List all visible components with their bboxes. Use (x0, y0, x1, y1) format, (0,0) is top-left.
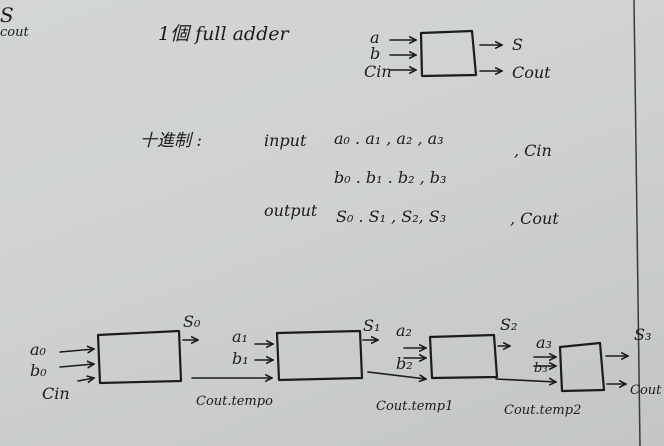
stage1-input-b: b₁ (232, 349, 249, 368)
spec-output-cout: , Cout (510, 209, 559, 228)
stage0-arrow-cin (77, 378, 94, 381)
stage2-input-a: a₂ (396, 321, 412, 340)
spec-input-label: input (264, 131, 307, 150)
stage1-input-a: a₁ (232, 327, 248, 346)
paper-edge (633, 0, 641, 446)
spec-input-b: b₀ . b₁ . b₂ , b₃ (334, 168, 446, 187)
stage2-carry: Cout.temp2 (504, 403, 581, 418)
stage0-sum: S₀ (183, 312, 201, 331)
single-input-cin: Cin (364, 62, 392, 81)
spec-output-s: S₀ . S₁ , S₂, S₃ (336, 207, 446, 226)
stage0-carry: Cout.tempo (196, 394, 273, 409)
corner-note-s: S (0, 3, 14, 27)
adder-box-0 (96, 329, 183, 385)
stage3-sum: S₃ (634, 325, 651, 344)
spec-input-a: a₀ . a₁ , a₂ , a₃ (334, 129, 444, 148)
stage3-carry: Cout (630, 383, 662, 398)
stage1-carry: Cout.temp1 (376, 399, 453, 414)
spec-input-cin: , Cin (514, 141, 552, 160)
corner-note-cout: cout (0, 25, 29, 40)
stage2-sum: S₂ (500, 315, 517, 334)
adder-box-2 (428, 333, 499, 380)
single-output-cout: Cout (512, 63, 551, 82)
single-output-s: S (512, 35, 523, 54)
adder-box-1 (275, 329, 364, 382)
carry-arrow-1 (367, 371, 426, 379)
stage0-input-a: a₀ (30, 340, 47, 359)
stage3-input-b: b₃ (534, 361, 548, 376)
adder-box-3 (558, 341, 606, 393)
single-full-adder: a b Cin S Cout (364, 28, 551, 82)
single-input-b: b (370, 44, 380, 63)
stage3-input-a: a₃ (536, 333, 552, 352)
stage0-input-b: b₀ (30, 361, 47, 380)
ripple-chain: a₀ b₀ Cin S₀ Cout.tempo a₁ b₁ S₁ Cout.te… (30, 312, 662, 418)
stage0-arrow-a (59, 349, 94, 352)
single-adder-box (419, 29, 478, 78)
title: 1個 full adder (158, 23, 290, 45)
carry-arrow-2 (495, 379, 556, 382)
spec-block: 十進制 : input a₀ . a₁ , a₂ , a₃ b₀ . b₁ . … (140, 129, 559, 228)
stage0-input-cin: Cin (42, 384, 70, 403)
stage0-arrow-b (59, 364, 94, 367)
spec-output-label: output (264, 201, 318, 220)
spec-label: 十進制 : (140, 131, 202, 151)
single-input-a: a (370, 28, 380, 47)
stage2-input-b: b₂ (396, 354, 413, 373)
stage1-sum: S₁ (363, 316, 380, 335)
